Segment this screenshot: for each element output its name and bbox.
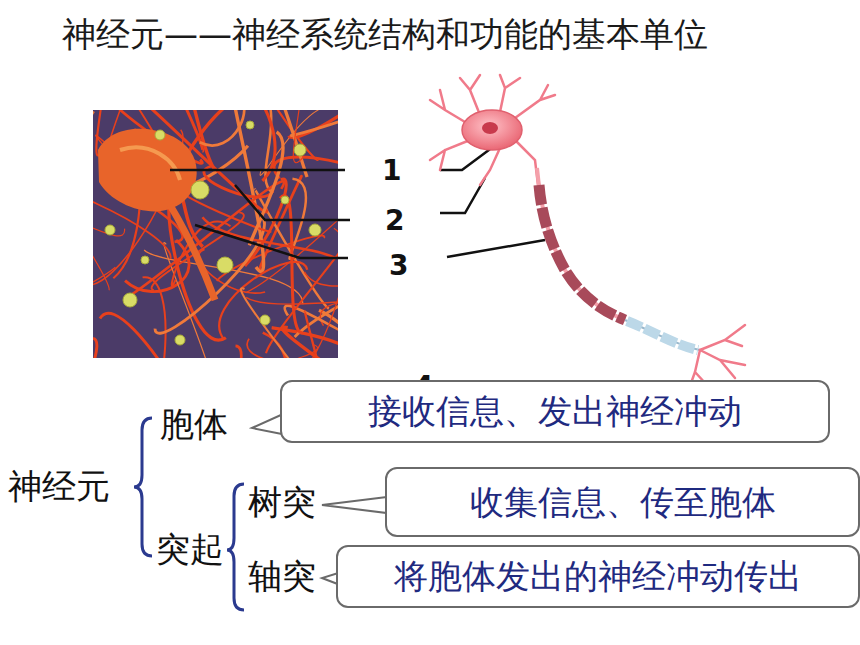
nerve-fiber — [155, 216, 264, 334]
nerve-fiber — [241, 288, 338, 358]
nerve-fiber — [305, 311, 338, 358]
nerve-fiber — [312, 228, 338, 358]
nerve-fiber — [93, 189, 109, 290]
term-label: 神经元 — [8, 466, 110, 507]
title: 神经元——神经系统结构和功能的基本单位 — [62, 14, 708, 55]
label-text: 轴突 — [248, 556, 316, 596]
leader-line — [170, 138, 682, 388]
info-box: 接收信息、发出神经冲动 — [280, 380, 830, 443]
info-box: 收集信息、传至胞体 — [385, 467, 860, 537]
box-text: 接收信息、发出神经冲动 — [368, 391, 742, 432]
nerve-fiber — [100, 313, 171, 358]
nerve-fiber — [213, 346, 241, 358]
label-text: 2 — [385, 204, 404, 237]
bracket — [134, 418, 244, 610]
box-text: 将胞体发出的神经冲动传出 — [394, 556, 802, 597]
term-label: 树突 — [248, 482, 316, 523]
nerve-fiber — [247, 339, 338, 358]
callout-number: 2 — [385, 204, 404, 238]
nerve-fiber — [280, 196, 303, 333]
nerve-fiber — [93, 267, 115, 338]
micrograph — [93, 110, 338, 358]
box-text: 收集信息、传至胞体 — [470, 482, 776, 523]
info-box: 将胞体发出的神经冲动传出 — [336, 545, 860, 608]
nerve-fiber — [93, 220, 125, 236]
term-label: 突起 — [156, 529, 224, 570]
label-text: 突起 — [156, 529, 224, 569]
nerve-fiber — [93, 112, 94, 157]
callout-number: 1 — [382, 154, 401, 188]
label-text: 胞体 — [160, 404, 228, 444]
nerve-fiber — [143, 277, 166, 358]
label-text: 树突 — [248, 482, 316, 522]
callout-number: 3 — [389, 249, 408, 283]
label-text: 3 — [389, 249, 408, 282]
nerve-fiber — [249, 132, 283, 246]
term-label: 轴突 — [248, 556, 316, 597]
nerve-fiber — [202, 217, 335, 258]
nerve-fiber — [93, 338, 97, 358]
nerve-fiber — [200, 110, 245, 145]
label-text: 1 — [382, 154, 401, 187]
nerve-fiber — [272, 328, 338, 358]
nerve-fiber — [141, 344, 317, 358]
label-text: 神经元 — [8, 466, 110, 506]
nerve-fiber — [304, 257, 338, 286]
term-label: 胞体 — [160, 404, 228, 445]
neuron-drawing — [430, 75, 745, 386]
nerve-fiber — [246, 297, 338, 313]
